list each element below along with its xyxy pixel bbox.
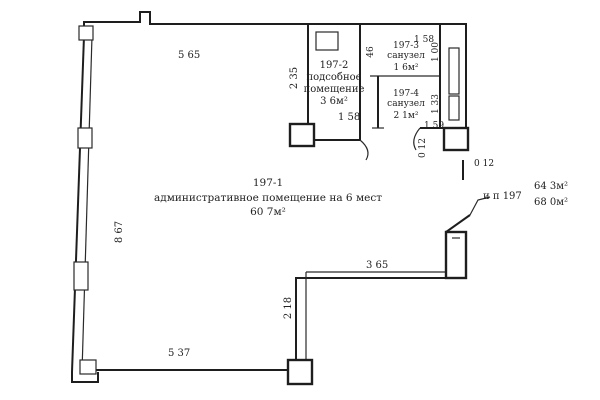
outer-wall-step	[96, 214, 471, 371]
outer-wall-left-inner	[81, 35, 93, 373]
column-bath	[442, 126, 470, 152]
window-left-top	[78, 25, 94, 41]
dim-left-height: 8 67	[114, 221, 125, 243]
room-aux-name-line1: подсобное	[306, 72, 361, 83]
room-main-area: 60 7м²	[250, 206, 286, 218]
inner-walls	[290, 24, 466, 161]
columns	[286, 122, 470, 386]
room-bath4-number: 197-4	[393, 89, 419, 99]
summary-area-1: 64 3м²	[534, 181, 568, 192]
shaft-lower	[448, 95, 460, 121]
dim-partition-height: 46	[366, 46, 376, 58]
room-main-name: административное помещение на 6 мест	[154, 192, 382, 204]
window-left-bottom	[79, 359, 97, 375]
summary-block: и п 197 64 3м² 68 0м²	[483, 181, 568, 208]
dim-top-width: 5 65	[178, 50, 200, 61]
summary-leader	[469, 196, 491, 216]
room-bath4-label: 197-4 санузел 2 1м²	[387, 89, 425, 121]
room-bath3-number: 197-3	[393, 41, 419, 51]
room-bath4-name: санузел	[387, 99, 425, 109]
room-bath3-name: санузел	[387, 51, 425, 61]
dim-bath4-width: 1 59	[424, 121, 444, 131]
summary-label: и п 197	[483, 191, 522, 202]
room-main-number: 197-1	[253, 177, 283, 189]
aux-room-niche	[315, 31, 339, 51]
window-left-low	[73, 261, 89, 291]
dim-wall-thickness-b: 0 12	[474, 159, 494, 169]
outer-wall-bottom-left	[71, 372, 99, 383]
dim-aux-room-width: 1 58	[338, 112, 360, 123]
outer-wall-left	[71, 35, 85, 373]
dim-bath-top-width: 1 58	[414, 35, 434, 45]
outer-walls	[71, 11, 471, 383]
column-aux-room	[288, 122, 316, 148]
door-swing-aux	[359, 139, 369, 161]
door-swing-bath	[413, 127, 421, 151]
window-left-mid	[77, 127, 93, 149]
column-bottom	[286, 358, 314, 386]
dim-bath3-height: 1 00	[431, 42, 441, 62]
left-windows	[73, 25, 97, 375]
outer-wall-top	[83, 11, 467, 140]
dim-aux-room-height: 2 35	[289, 67, 300, 89]
room-bath3-area: 1 6м²	[394, 63, 419, 73]
room-aux-label: 197-2 подсобное помещение 3 6м²	[304, 60, 365, 107]
room-bath4-area: 2 1м²	[394, 111, 419, 121]
dim-inner-step-height: 2 18	[283, 297, 294, 319]
summary-area-2: 68 0м²	[534, 197, 568, 208]
dim-bath4-height: 1 33	[431, 94, 441, 114]
room-aux-number: 197-2	[320, 60, 349, 71]
dim-bottom-width: 5 37	[168, 348, 190, 359]
dimension-labels: 5 65 8 67 5 37 3 65 2 18 2 35 1 58 1 58 …	[114, 35, 494, 359]
dim-wall-thickness-a: 0 12	[418, 138, 428, 158]
room-bath3-label: 197-3 санузел 1 6м²	[387, 41, 425, 73]
dim-inner-step-width: 3 65	[366, 260, 388, 271]
room-main-label: 197-1 административное помещение на 6 ме…	[154, 177, 382, 218]
room-aux-name-line2: помещение	[304, 84, 365, 95]
shaft-upper	[448, 47, 460, 95]
column-step	[444, 230, 468, 280]
room-aux-area: 3 6м²	[320, 96, 348, 107]
